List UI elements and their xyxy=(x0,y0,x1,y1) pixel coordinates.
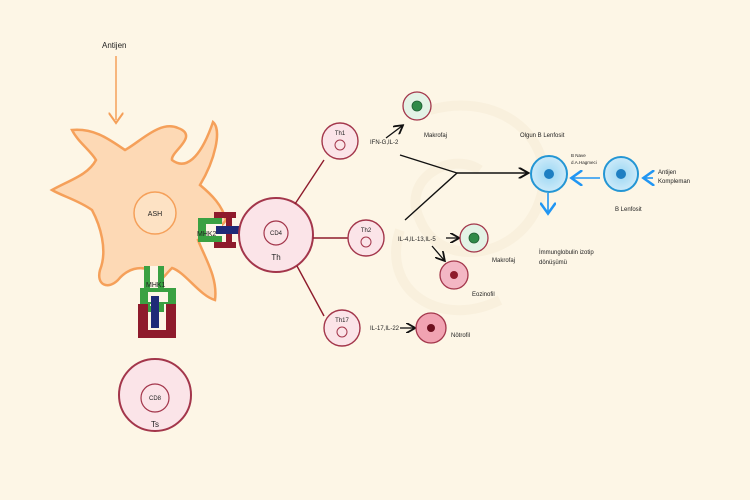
th-label: Th xyxy=(271,253,280,262)
memory-note-1: B Nave xyxy=(571,153,586,158)
macrophage-2-nucleus xyxy=(468,232,480,244)
th1-label: Th1 xyxy=(335,131,346,137)
macrophage-1-nucleus xyxy=(411,100,423,112)
th2-nucleus xyxy=(360,236,372,248)
th2-label: Th2 xyxy=(361,228,372,234)
mhc1-label: MHK1 xyxy=(146,282,166,289)
ts-label: Ts xyxy=(151,420,159,429)
neutrophil-nucleus xyxy=(427,324,435,332)
th-to-th17-line xyxy=(296,265,325,317)
th-nucleus xyxy=(263,220,289,246)
mature-b-nucleus xyxy=(544,169,554,179)
antigen-complement-label-1: Antijen xyxy=(658,170,676,176)
mhc2-label: MHK2 xyxy=(197,231,217,238)
watermark xyxy=(391,100,549,316)
th1-to-macrophage-arrow xyxy=(385,126,402,139)
antigen-complement-label-2: Kompleman xyxy=(658,179,690,185)
ts-nucleus xyxy=(140,383,170,413)
neutrophil-label: Nötrofil xyxy=(451,333,470,339)
cd8-label: CD8 xyxy=(149,396,162,402)
mhc1-tcr-complex xyxy=(138,266,176,338)
th17-cytokines: IL-17,IL-22 xyxy=(370,326,400,332)
th2-cytokines: IL-4,IL-13,IL-5 xyxy=(398,237,436,243)
isotype-switch-label-1: İmmunglobulin izotip xyxy=(539,249,594,256)
th1-cytokines: IFN-G,IL-2 xyxy=(370,140,399,146)
memory-note-2: d.A.Hagmeci xyxy=(571,160,597,165)
antigen-label: Antijen xyxy=(102,41,126,50)
eosinophil-label: Eozinofil xyxy=(472,292,495,298)
th17-nucleus xyxy=(336,326,348,338)
th1-nucleus xyxy=(334,139,346,151)
b-cell-nucleus xyxy=(616,169,626,179)
apc-nucleus xyxy=(133,191,177,235)
macrophage-2-label: Makrofaj xyxy=(492,258,515,264)
macrophage-1-label: Makrofaj xyxy=(424,133,447,139)
th17-label: Th17 xyxy=(335,318,349,324)
th-to-th1-line xyxy=(294,159,325,205)
th2-to-eosinophil-arrow xyxy=(431,245,444,260)
cd4-label: CD4 xyxy=(270,231,283,237)
isotype-switch-label-2: dönüşümü xyxy=(539,260,567,266)
b-cell-label: B Lenfosit xyxy=(615,207,642,213)
eosinophil-nucleus xyxy=(450,271,458,279)
apc-label: ASH xyxy=(148,211,162,218)
mature-b-label: Olgun B Lenfosit xyxy=(520,133,565,139)
mhc2-tcr-complex xyxy=(198,212,242,248)
